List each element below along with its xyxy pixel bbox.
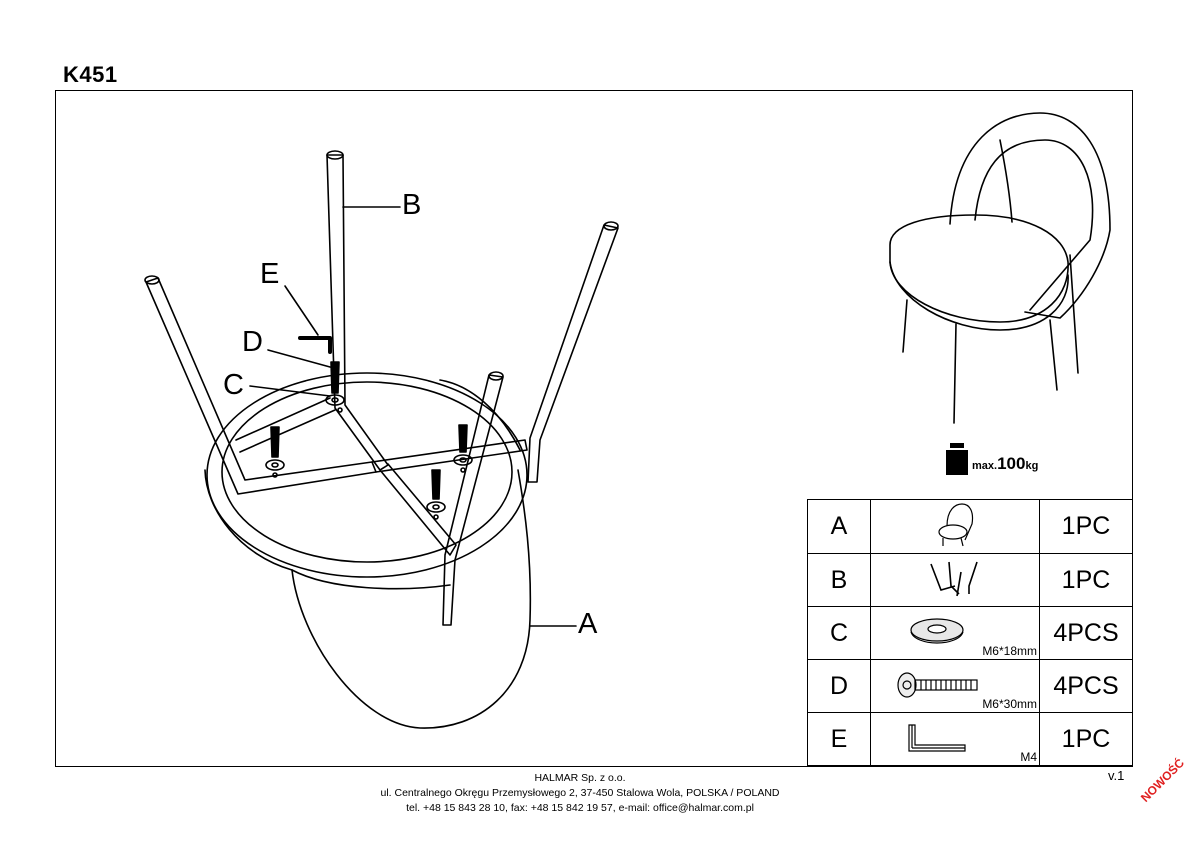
bolt-icon	[897, 672, 978, 698]
version-label: v.1	[1108, 768, 1125, 783]
table-row: C M6*18mm 4PCS	[807, 606, 1133, 660]
part-letter: E	[807, 712, 871, 766]
parts-table: A 1PC B 1PC C M6*18mm	[807, 499, 1133, 766]
callout-a-label: A	[578, 608, 598, 640]
table-row: A 1PC	[807, 499, 1133, 554]
max-load-unit: kg	[1025, 460, 1039, 472]
max-load-prefix: max.	[972, 460, 998, 472]
seat-drawing	[204, 372, 532, 729]
part-image: M6*18mm	[870, 606, 1040, 660]
leg-frame-drawing	[144, 150, 619, 626]
washer-icon	[910, 618, 964, 644]
part-spec: M4	[1020, 750, 1037, 764]
fasteners-drawing	[265, 361, 473, 520]
part-letter: B	[807, 553, 871, 607]
allen-key-icon	[908, 724, 966, 752]
leg-frame-icon	[930, 561, 978, 596]
part-image	[870, 499, 1040, 554]
callout-d-label: D	[242, 326, 263, 358]
weight-icon	[946, 443, 968, 475]
allen-key-drawing	[298, 336, 332, 354]
table-row: B 1PC	[807, 553, 1133, 607]
part-letter: A	[807, 499, 871, 554]
part-image	[870, 553, 1040, 607]
table-row: E M4 1PC	[807, 712, 1133, 766]
company-name: HALMAR Sp. z o.o.	[534, 772, 626, 784]
part-spec: M6*18mm	[982, 644, 1037, 658]
chair-illustration	[889, 112, 1111, 424]
company-footer: HALMAR Sp. z o.o. ul. Centralnego Okręgu…	[300, 771, 860, 816]
chair-seat-icon	[938, 503, 974, 547]
part-qty: 1PC	[1039, 553, 1133, 607]
part-image: M4	[870, 712, 1040, 766]
part-letter: C	[807, 606, 871, 660]
callout-c-label: C	[223, 369, 244, 401]
part-qty: 4PCS	[1039, 606, 1133, 660]
part-letter: D	[807, 659, 871, 713]
company-address: ul. Centralnego Okręgu Przemysłowego 2, …	[380, 787, 780, 799]
part-qty: 1PC	[1039, 499, 1133, 554]
table-row: D M6*30mm 4PCS	[807, 659, 1133, 713]
callout-e-label: E	[260, 258, 280, 290]
instruction-frame	[55, 90, 1133, 767]
part-qty: 1PC	[1039, 712, 1133, 766]
part-qty: 4PCS	[1039, 659, 1133, 713]
max-load-label: max.100kg	[972, 454, 1038, 474]
company-contact: tel. +48 15 843 28 10, fax: +48 15 842 1…	[406, 802, 754, 814]
part-spec: M6*30mm	[982, 697, 1037, 711]
callout-b-label: B	[402, 189, 422, 221]
part-image: M6*30mm	[870, 659, 1040, 713]
model-code: K451	[63, 62, 118, 87]
max-load-value: 100	[997, 454, 1026, 473]
